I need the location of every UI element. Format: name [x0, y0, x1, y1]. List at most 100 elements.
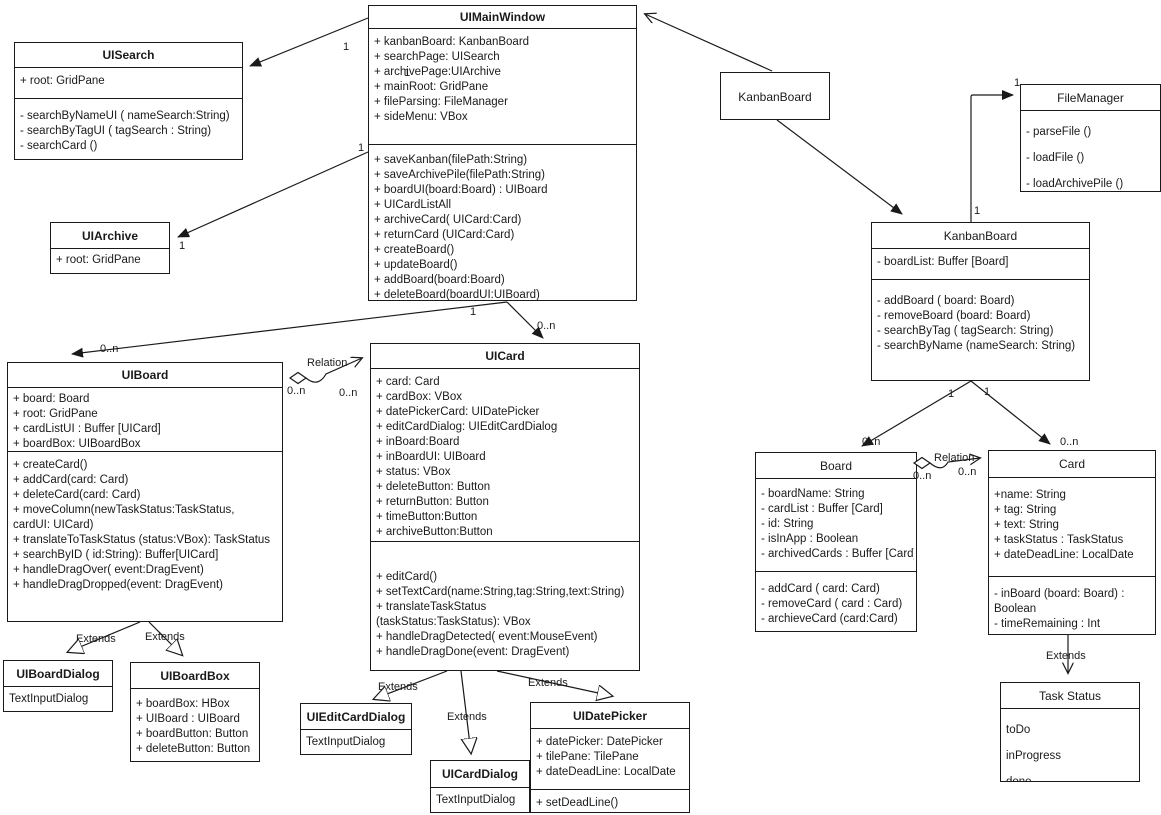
- class-box-ui-search: UISearch + root: GridPane - searchByNameUI…: [14, 42, 243, 160]
- class-member: + dateDeadLine: LocalDate: [536, 766, 676, 778]
- class-member: + handleDragDropped(event: DragEvent): [13, 579, 223, 591]
- class-member: + boardBox: HBox: [136, 698, 230, 710]
- class-member: + UICardListAll: [374, 198, 452, 211]
- class-member: + archivePage:UIArchive: [374, 66, 501, 78]
- class-title-ui-board-box: UIBoardBox: [131, 663, 259, 689]
- edge-label: Extends: [447, 711, 487, 723]
- class-title-ui-main-window: UIMainWindow: [369, 6, 636, 29]
- class-member: + handleDragOver( event:DragEvent): [13, 564, 204, 576]
- class-member: + boardBox: UIBoardBox: [13, 438, 141, 450]
- class-member: - timeRemaining : Int: [994, 618, 1101, 630]
- class-member: + saveKanban(filePath:String): [374, 153, 528, 166]
- class-member: - archieveCard (card:Card): [761, 613, 898, 625]
- class-member: + cardBox: VBox: [376, 391, 462, 403]
- edge-label: Extends: [76, 633, 116, 645]
- class-section: + card: Card+ cardBox: VBox+ datePickerC…: [371, 369, 639, 541]
- class-member: + handleDragDetected( event:MouseEvent): [376, 631, 598, 643]
- class-section: toDoinProgressdone: [1001, 709, 1139, 781]
- edge-label: Extends: [528, 677, 568, 689]
- class-member: + translateTaskStatus: [376, 601, 487, 613]
- class-box-task-status: Task StatustoDoinProgressdone: [1000, 682, 1140, 782]
- class-member: + archiveButton:Button: [376, 526, 493, 538]
- class-member: + cardListUI : Buffer [UICard]: [13, 423, 161, 435]
- class-box-kanban-board-class: KanbanBoard- boardList: Buffer [Board]- …: [871, 222, 1090, 381]
- class-member: + root: GridPane: [20, 75, 105, 87]
- class-member: - loadArchivePile (): [1026, 178, 1124, 190]
- edge-label: 0..n: [339, 387, 358, 399]
- class-member: + boardUI(board:Board) : UIBoard: [374, 183, 548, 196]
- class-section: - parseFile () - loadFile () - loadArchive…: [1021, 111, 1160, 191]
- class-section: + root: GridPane: [51, 249, 169, 273]
- class-section: - boardName: String - cardList : Buffer […: [756, 479, 916, 571]
- class-member: + setTextCard(name:String,tag:String,tex…: [376, 586, 625, 598]
- class-title-ui-date-picker: UIDatePicker: [531, 703, 689, 729]
- class-member: + deleteCard(card: Card): [13, 489, 141, 501]
- class-title-card: Card: [989, 451, 1155, 478]
- class-member: + boardButton: Button: [136, 728, 249, 740]
- class-section: + createCard()+ addCard(card: Card)+ del…: [8, 451, 282, 621]
- class-member: - cardList : Buffer [Card]: [761, 503, 883, 515]
- class-member: + returnButton: Button: [376, 496, 489, 508]
- class-member: - inBoard (board: Board) :: [994, 588, 1125, 600]
- class-member: + translateToTaskStatus (status:VBox): T…: [13, 534, 271, 546]
- class-box-ui-date-picker: UIDatePicker+ datePicker: DatePicker+ ti…: [530, 702, 690, 813]
- class-title-file-manager: FileManager: [1021, 85, 1160, 111]
- edge-label: 1: [343, 41, 350, 53]
- class-member: + mainRoot: GridPane: [374, 81, 489, 93]
- edge-label: 1: [948, 388, 955, 400]
- class-member: + handleDragDone(event: DragEvent): [376, 646, 570, 658]
- class-member: - loadFile (): [1026, 152, 1085, 164]
- class-member: + text: String: [994, 519, 1059, 531]
- class-section: + boardBox: HBox+ UIBoard : UIBoard+ boa…: [131, 689, 259, 761]
- class-member: - parseFile (): [1026, 126, 1092, 138]
- class-member: - isInApp : Boolean: [761, 533, 859, 545]
- class-member: + returnCard (UICard:Card): [374, 228, 515, 241]
- class-title-ui-search: UISearch: [15, 43, 242, 68]
- class-section: + datePicker: DatePicker+ tilePane: Tile…: [531, 729, 689, 789]
- class-section: +name: String+ tag: String+ text: String…: [989, 478, 1155, 576]
- class-section: + setDeadLine(): [531, 789, 689, 812]
- class-title-ui-board: UIBoard: [8, 363, 282, 388]
- class-title-ui-archive: UIArchive: [51, 223, 169, 249]
- class-member: - searchByNameUI ( nameSearch:String): [20, 110, 230, 122]
- edge-label: Extends: [378, 681, 418, 693]
- class-section: + board: Board+ root: GridPane+ cardList…: [8, 388, 282, 451]
- edge-label: 1: [358, 142, 365, 154]
- class-member: + editCardDialog: UIEditCardDialog: [376, 421, 558, 433]
- class-member: + moveColumn(newTaskStatus:TaskStatus,: [13, 504, 235, 516]
- class-member: Boolean: [994, 603, 1037, 615]
- class-title-board: Board: [756, 453, 916, 479]
- class-member: + fileParsing: FileManager: [374, 96, 508, 108]
- class-box-kanban-board-object: KanbanBoard: [720, 72, 830, 120]
- class-member: +name: String: [994, 489, 1066, 501]
- class-section: - boardList: Buffer [Board]: [872, 249, 1089, 279]
- edge-label: 0..n: [1060, 436, 1079, 448]
- class-member: - archivedCards : Buffer [Card]: [761, 548, 914, 560]
- class-member: + dateDeadLine: LocalDate: [994, 549, 1134, 561]
- class-box-board: Board - boardName: String - cardList : Buf…: [755, 452, 917, 632]
- class-section: + root: GridPane: [15, 68, 242, 98]
- class-section: TextInputDialog: [431, 788, 529, 812]
- class-member: + taskStatus : TaskStatus: [994, 534, 1124, 546]
- class-member: - boardName: String: [761, 488, 865, 500]
- class-title-ui-card-dialog: UICardDialog: [431, 761, 529, 788]
- class-member: + deleteButton: Button: [376, 481, 491, 493]
- class-box-file-manager: FileManager- parseFile ()- loadFile ()- …: [1020, 84, 1161, 192]
- edge-label: 1: [404, 67, 411, 79]
- class-member: + inBoardUI: UIBoard: [376, 451, 486, 463]
- class-box-card: Card+name: String+ tag: String+ text: St…: [988, 450, 1156, 635]
- class-member: + updateBoard(): [374, 258, 458, 271]
- class-member: + status: VBox: [376, 466, 451, 478]
- edge-label: 1: [974, 205, 981, 217]
- edge-label: 0..n: [862, 436, 881, 448]
- class-member: - addCard ( card: Card): [761, 583, 880, 595]
- class-section: - searchByNameUI ( nameSearch:String)- s…: [15, 98, 242, 159]
- edge-label: 1: [470, 306, 477, 318]
- class-member: - searchByTag ( tagSearch: String): [877, 325, 1054, 337]
- class-member: + deleteBoard(boardUI:UIBoard): [374, 288, 540, 300]
- class-member: - boardList: Buffer [Board]: [877, 256, 1009, 268]
- class-section: + saveKanban(filePath:String)+ saveArchi…: [369, 143, 636, 300]
